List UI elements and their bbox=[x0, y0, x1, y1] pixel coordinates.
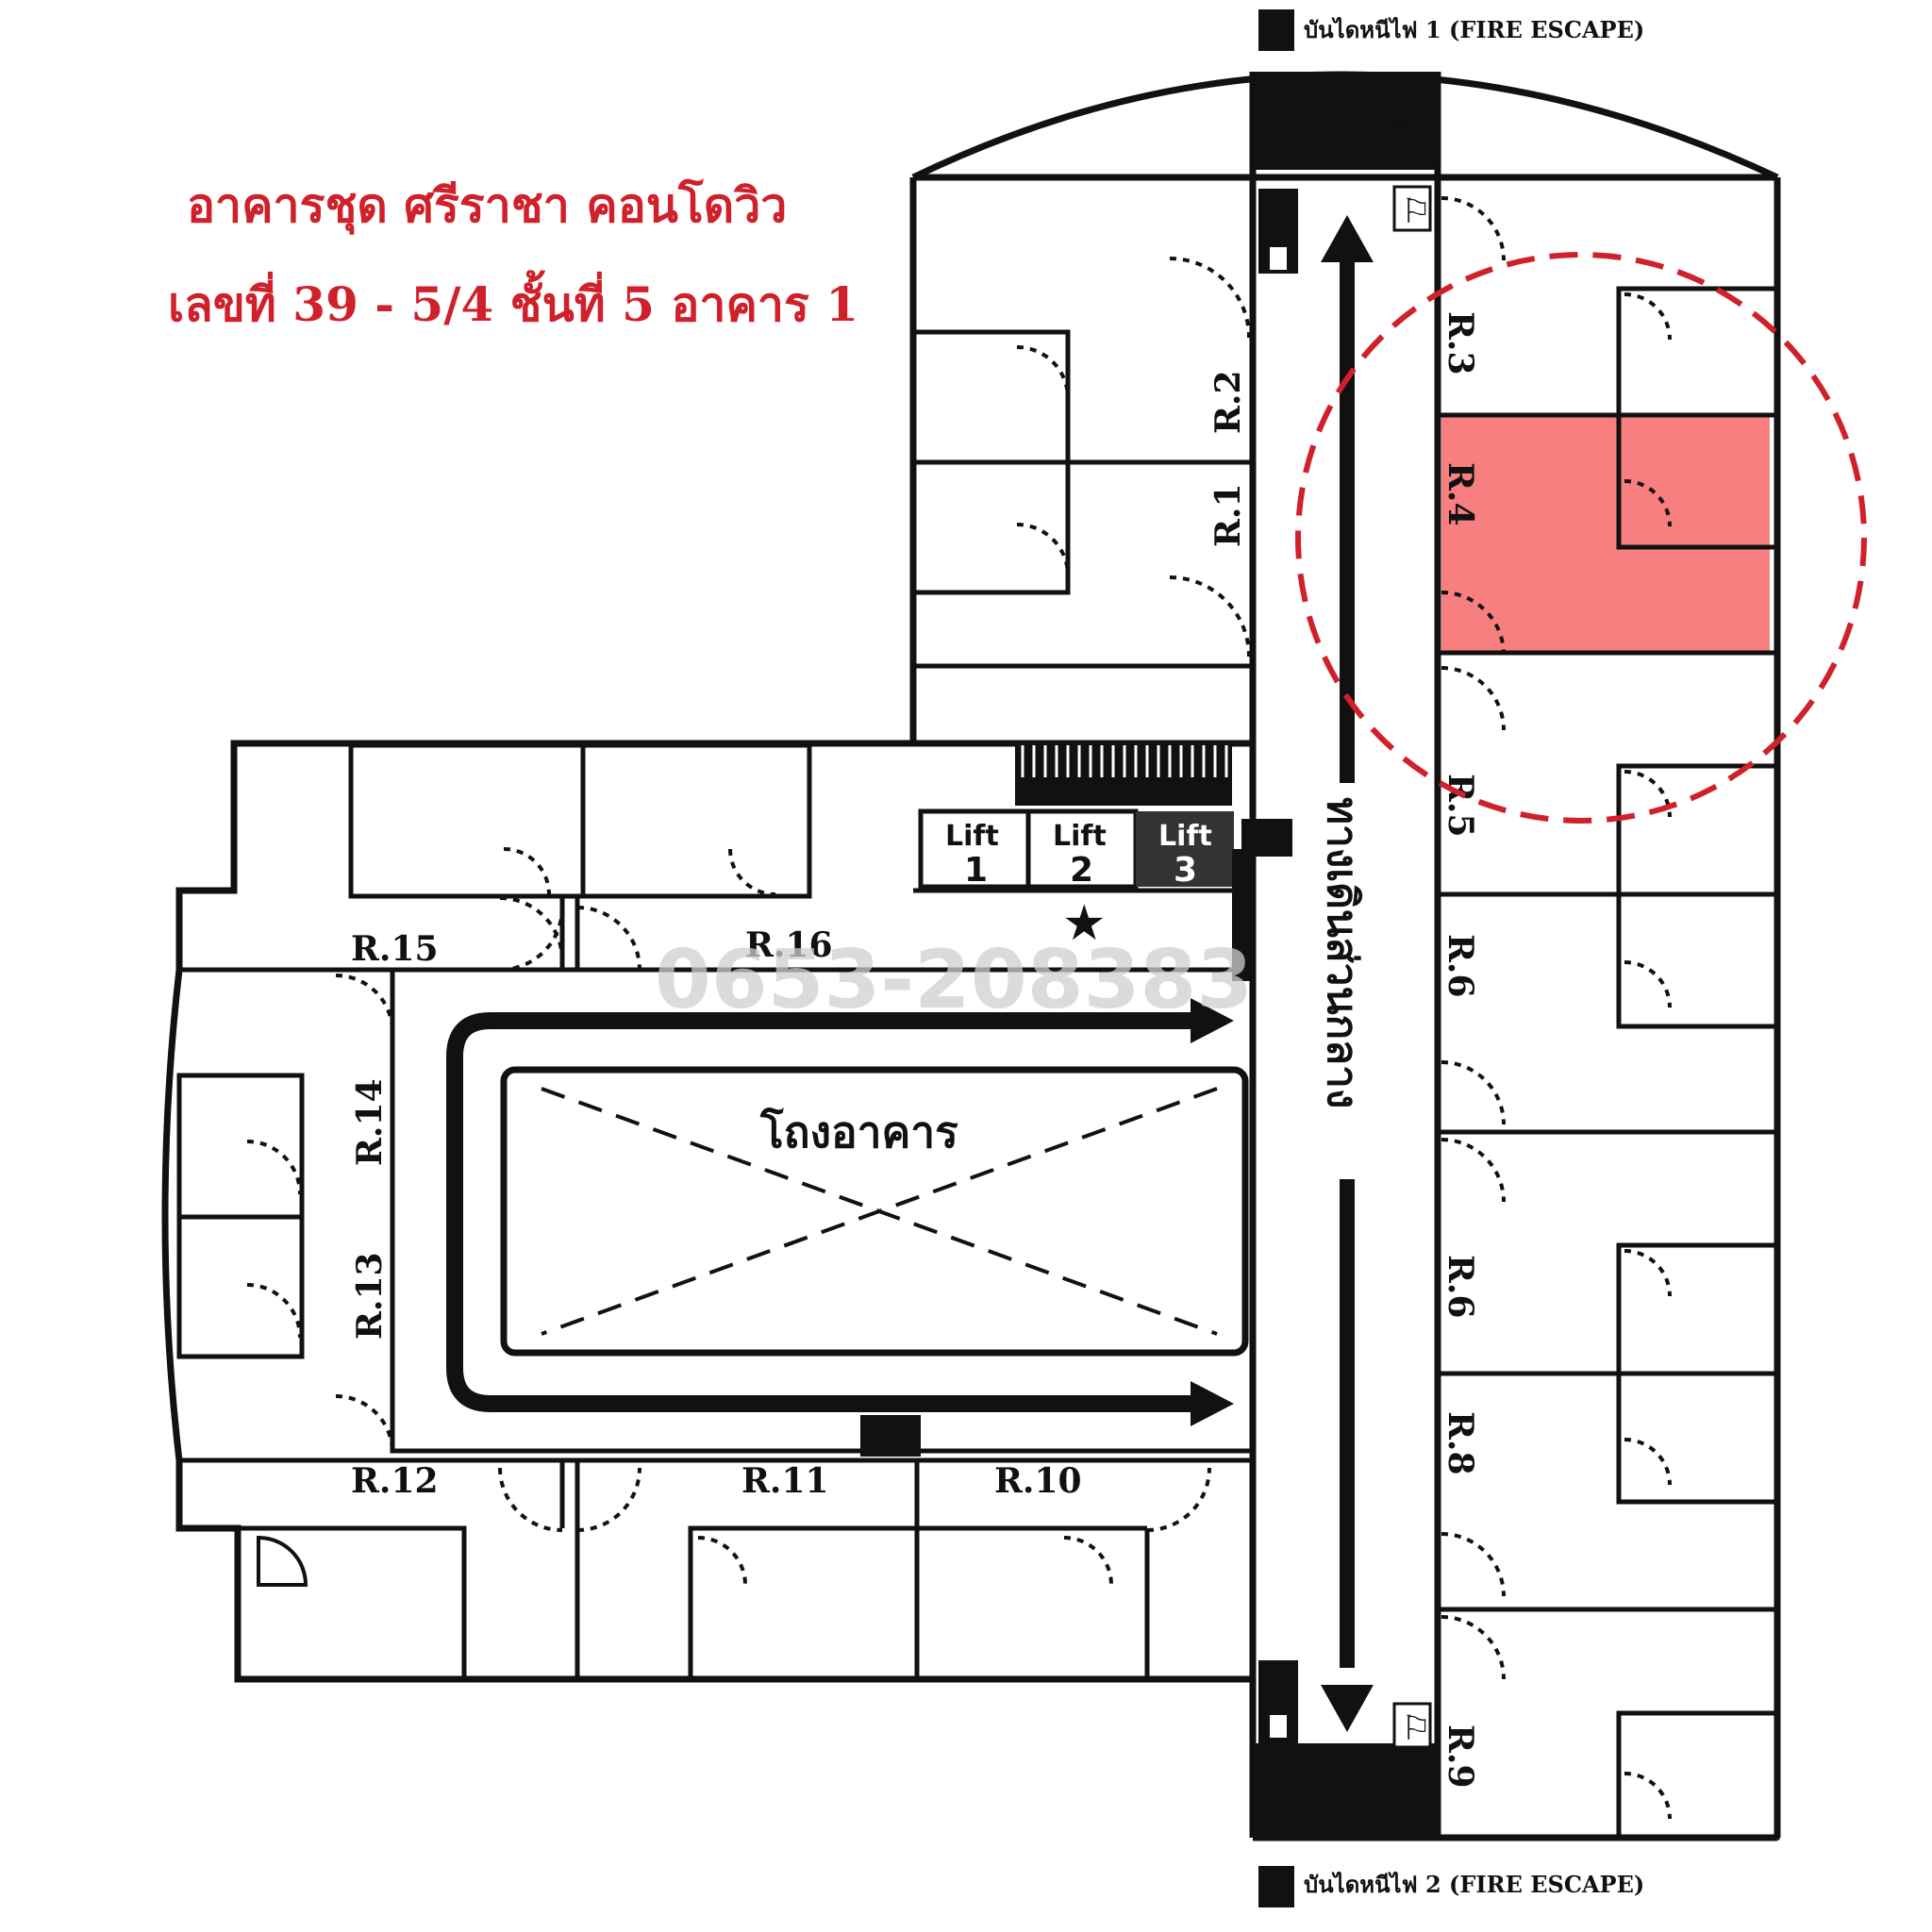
room-label-r8: R.8 bbox=[1441, 1411, 1480, 1475]
lift-3-label: Lift bbox=[1158, 820, 1212, 853]
room-label-r10: R.10 bbox=[994, 1461, 1082, 1501]
lift-2-number: 2 bbox=[1070, 851, 1093, 890]
corridor-arrow-down-icon bbox=[1321, 1685, 1374, 1732]
corridor-label-bg bbox=[1317, 783, 1377, 1179]
stair-1-door bbox=[1388, 120, 1439, 171]
room-label-r12: R.12 bbox=[351, 1461, 439, 1501]
room-label-r6-upper: R.6 bbox=[1441, 934, 1480, 998]
fire-escape-1-label: บันไดหนีไฟ 1 (FIRE ESCAPE) bbox=[1304, 16, 1644, 43]
building-title: อาคารชุด ศรีราชา คอนโดวิว bbox=[187, 177, 787, 235]
lift-1-number: 1 bbox=[964, 851, 988, 890]
exit-sign-2-icon bbox=[1392, 1702, 1432, 1749]
highlight-circle bbox=[1295, 252, 1867, 824]
room-label-r1: R.1 bbox=[1208, 484, 1248, 548]
upper-left-rooms bbox=[910, 257, 1253, 669]
watermark: 0653-208383 bbox=[655, 933, 1253, 1027]
room-label-r16: R.16 bbox=[745, 925, 833, 965]
loop-arrow-bottom-icon bbox=[1191, 1381, 1234, 1426]
room-label-r5: R.5 bbox=[1441, 774, 1480, 838]
circulation-loop bbox=[446, 1012, 1191, 1412]
lift-2-label: Lift bbox=[1053, 820, 1107, 853]
lift-1-label: Lift bbox=[945, 820, 999, 853]
room-label-r4: R.4 bbox=[1441, 462, 1480, 526]
corridor-arrow-up-icon bbox=[1321, 215, 1374, 262]
lift-3-number: 3 bbox=[1174, 851, 1197, 890]
fire-escape-2-label: บันไดหนีไฟ 2 (FIRE ESCAPE) bbox=[1304, 1871, 1644, 1898]
room-label-r2: R.2 bbox=[1208, 371, 1248, 435]
room-label-r14: R.14 bbox=[350, 1078, 390, 1166]
exit-sign-2-glyph: ⚐ bbox=[1401, 1709, 1431, 1748]
stair-1 bbox=[1255, 72, 1436, 170]
fire-hose-1-window bbox=[1270, 247, 1287, 270]
highlighted-unit-r4 bbox=[1441, 415, 1770, 651]
you-are-here-star-icon: ★ bbox=[1062, 895, 1107, 952]
loop-arrow-top-icon bbox=[1191, 998, 1234, 1043]
fire-hose-2-window bbox=[1270, 1715, 1287, 1738]
exit-sign-1-glyph: ⚐ bbox=[1401, 192, 1431, 231]
void-label-bg bbox=[743, 1102, 1000, 1160]
room-label-r6-lower: R.6 bbox=[1441, 1255, 1480, 1319]
room-label-r9: R.9 bbox=[1441, 1724, 1480, 1789]
right-rooms bbox=[1438, 196, 1780, 1840]
left-wing bbox=[161, 740, 1256, 1683]
room-label-r3: R.3 bbox=[1441, 311, 1480, 375]
room-label-r11: R.11 bbox=[741, 1461, 829, 1501]
stair-2 bbox=[1255, 1743, 1436, 1838]
void-column-marker bbox=[860, 1415, 921, 1457]
fire-escape-2-marker bbox=[1258, 1866, 1294, 1907]
corridor-label: ทางเดินส่วนกลาง bbox=[1318, 797, 1366, 1108]
unit-address: เลขที่ 39 - 5/4 ชั้นที่ 5 อาคาร 1 bbox=[168, 270, 858, 332]
exit-sign-1-icon bbox=[1392, 185, 1432, 232]
fire-escape-1-marker bbox=[1258, 9, 1294, 51]
void-cross-2 bbox=[541, 1087, 1218, 1336]
void-label: โถงอาคาร bbox=[759, 1107, 958, 1158]
room-label-r15: R.15 bbox=[351, 929, 439, 969]
room-label-r13: R.13 bbox=[350, 1252, 390, 1340]
